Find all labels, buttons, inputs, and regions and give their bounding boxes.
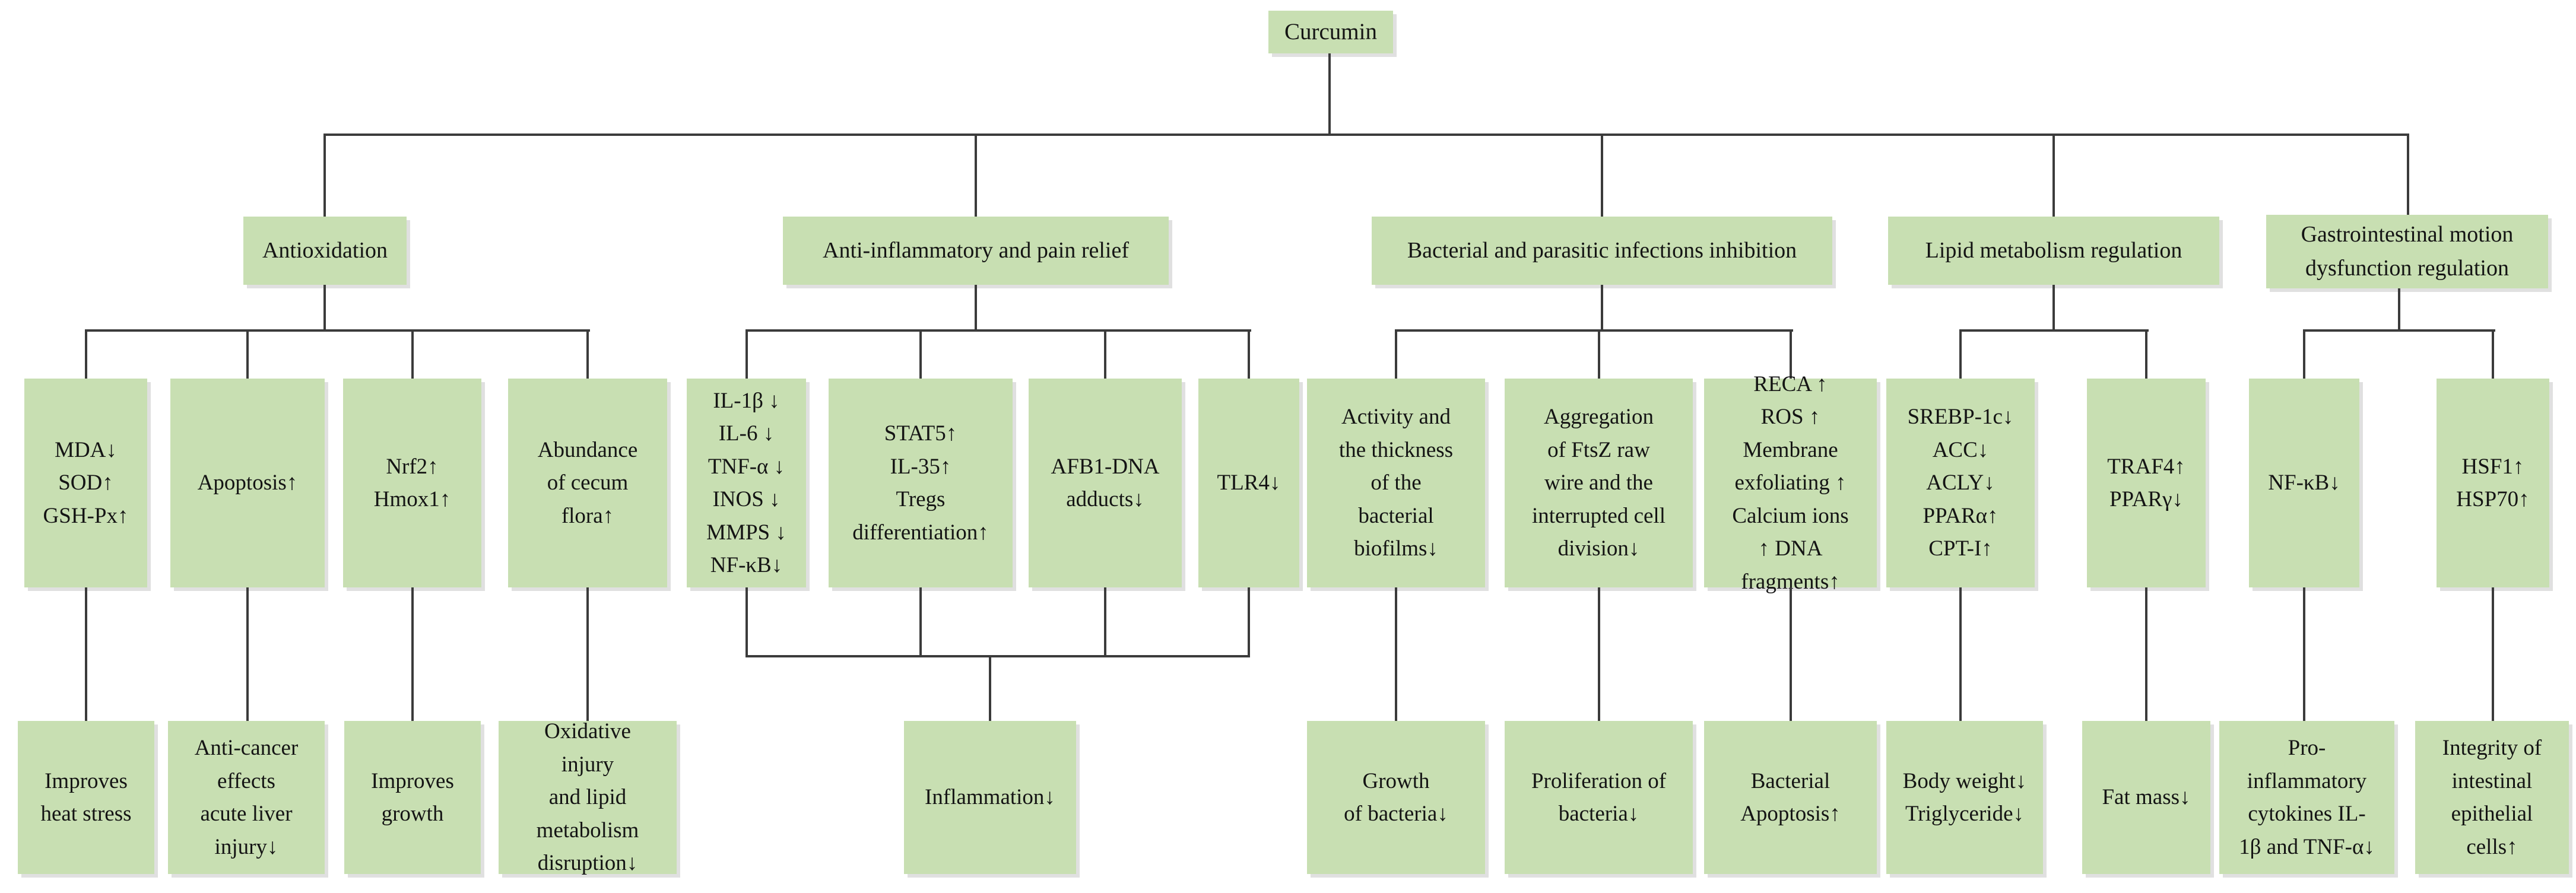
node-bacterial-outcome-1: Growth of bacteria↓ bbox=[1307, 721, 1485, 874]
node-antioxidation-outcome-1: Improves heat stress bbox=[18, 721, 154, 874]
node-category-antiinflammatory: Anti-inflammatory and pain relief bbox=[783, 217, 1169, 285]
connector bbox=[745, 329, 748, 379]
node-lipid-mechanism-1: SREBP-1c↓ ACC↓ ACLY↓ PPARα↑ CPT-I↑ bbox=[1886, 379, 2035, 587]
connector bbox=[586, 329, 589, 379]
node-bacterial-outcome-2: Proliferation of bacteria↓ bbox=[1505, 721, 1693, 874]
node-antiinflammatory-mechanism-1: IL-1β ↓ IL-6 ↓ TNF-α ↓ INOS ↓ MMPS ↓ NF-… bbox=[687, 379, 806, 587]
connector bbox=[1248, 329, 1250, 379]
connector-drop-antiinflammatory bbox=[975, 134, 977, 217]
connector bbox=[1790, 587, 1792, 721]
connector bbox=[2303, 587, 2305, 721]
connector-drop-inflammation bbox=[989, 655, 991, 721]
node-gastro-mechanism-1: NF-κB↓ bbox=[2249, 379, 2359, 587]
connector bbox=[1395, 329, 1397, 379]
connector bbox=[586, 587, 589, 721]
connector bbox=[2492, 587, 2494, 721]
connector bbox=[411, 329, 414, 379]
connector bbox=[2052, 285, 2055, 329]
connector-main-rail bbox=[323, 134, 2409, 136]
connector-bracket-lipid bbox=[1959, 329, 2149, 332]
node-antioxidation-mechanism-3: Nrf2↑ Hmox1↑ bbox=[343, 379, 481, 587]
connector bbox=[323, 285, 326, 329]
node-antioxidation-outcome-2: Anti-cancer effects acute liver injury↓ bbox=[168, 721, 325, 874]
connector bbox=[2145, 329, 2147, 379]
connector-drop-bacterial bbox=[1601, 134, 1603, 217]
connector bbox=[246, 587, 249, 721]
node-category-gastro: Gastrointestinal motion dysfunction regu… bbox=[2266, 215, 2548, 288]
node-antioxidation-mechanism-4: Abundance of cecum flora↑ bbox=[508, 379, 667, 587]
node-bacterial-mechanism-1: Activity and the thickness of the bacter… bbox=[1307, 379, 1485, 587]
connector-drop-lipid bbox=[2052, 134, 2055, 217]
connector bbox=[1790, 329, 1792, 379]
connector bbox=[1104, 587, 1106, 655]
node-antiinflammatory-mechanism-2: STAT5↑ IL-35↑ Tregs differentiation↑ bbox=[829, 379, 1013, 587]
node-gastro-mechanism-2: HSF1↑ HSP70↑ bbox=[2437, 379, 2549, 587]
node-antioxidation-outcome-4: Oxidative injury and lipid metabolism di… bbox=[499, 719, 677, 875]
connector bbox=[1598, 329, 1600, 379]
connector bbox=[919, 587, 922, 655]
connector bbox=[85, 329, 87, 379]
node-antioxidation-outcome-3: Improves growth bbox=[344, 721, 481, 874]
connector bbox=[246, 329, 249, 379]
node-antiinflammatory-outcome-1: Inflammation↓ bbox=[904, 721, 1076, 874]
node-category-antioxidation: Antioxidation bbox=[243, 217, 407, 285]
connector-trunk bbox=[1328, 53, 1331, 134]
connector bbox=[975, 285, 977, 329]
connector-bracket-antiinflammatory bbox=[745, 329, 1251, 332]
node-antiinflammatory-mechanism-4: TLR4↓ bbox=[1198, 379, 1299, 587]
node-lipid-outcome-1: Body weight↓ Triglyceride↓ bbox=[1886, 721, 2043, 874]
connector-bracket-gastro bbox=[2303, 329, 2495, 332]
node-lipid-outcome-2: Fat mass↓ bbox=[2082, 721, 2210, 874]
connector-bracket-inflammation bbox=[745, 655, 1250, 657]
connector bbox=[2492, 329, 2494, 379]
node-category-lipid: Lipid metabolism regulation bbox=[1888, 217, 2219, 285]
node-gastro-outcome-1: Pro- inflammatory cytokines IL- 1β and T… bbox=[2219, 721, 2394, 874]
connector bbox=[1959, 329, 1962, 379]
connector-bracket-antioxidation bbox=[85, 329, 590, 332]
connector bbox=[85, 587, 87, 721]
connector bbox=[1959, 587, 1962, 721]
node-category-bacterial: Bacterial and parasitic infections inhib… bbox=[1372, 217, 1832, 285]
connector-drop-gastro bbox=[2407, 134, 2409, 215]
node-antioxidation-mechanism-2: Apoptosis↑ bbox=[170, 379, 325, 587]
node-bacterial-mechanism-2: Aggregation of FtsZ raw wire and the int… bbox=[1505, 379, 1693, 587]
node-gastro-outcome-2: Integrity of intestinal epithelial cells… bbox=[2415, 721, 2569, 874]
connector bbox=[1601, 285, 1603, 329]
node-bacterial-outcome-3: Bacterial Apoptosis↑ bbox=[1704, 721, 1877, 874]
connector bbox=[2145, 587, 2147, 721]
connector bbox=[745, 587, 748, 655]
node-antiinflammatory-mechanism-3: AFB1-DNA adducts↓ bbox=[1029, 379, 1182, 587]
node-bacterial-mechanism-3: RECA ↑ ROS ↑ Membrane exfoliating ↑ Calc… bbox=[1704, 372, 1877, 594]
connector bbox=[1248, 587, 1250, 655]
connector bbox=[1598, 587, 1600, 721]
connector bbox=[411, 587, 414, 721]
connector bbox=[1104, 329, 1106, 379]
connector-bracket-bacterial bbox=[1395, 329, 1793, 332]
node-lipid-mechanism-2: TRAF4↑ PPARγ↓ bbox=[2087, 379, 2206, 587]
connector bbox=[919, 329, 922, 379]
connector-drop-antioxidation bbox=[323, 134, 326, 217]
node-antioxidation-mechanism-1: MDA↓ SOD↑ GSH-Px↑ bbox=[24, 379, 147, 587]
connector bbox=[2398, 288, 2400, 329]
node-curcumin: Curcumin bbox=[1268, 11, 1393, 53]
connector bbox=[2303, 329, 2305, 379]
connector bbox=[1395, 587, 1397, 721]
